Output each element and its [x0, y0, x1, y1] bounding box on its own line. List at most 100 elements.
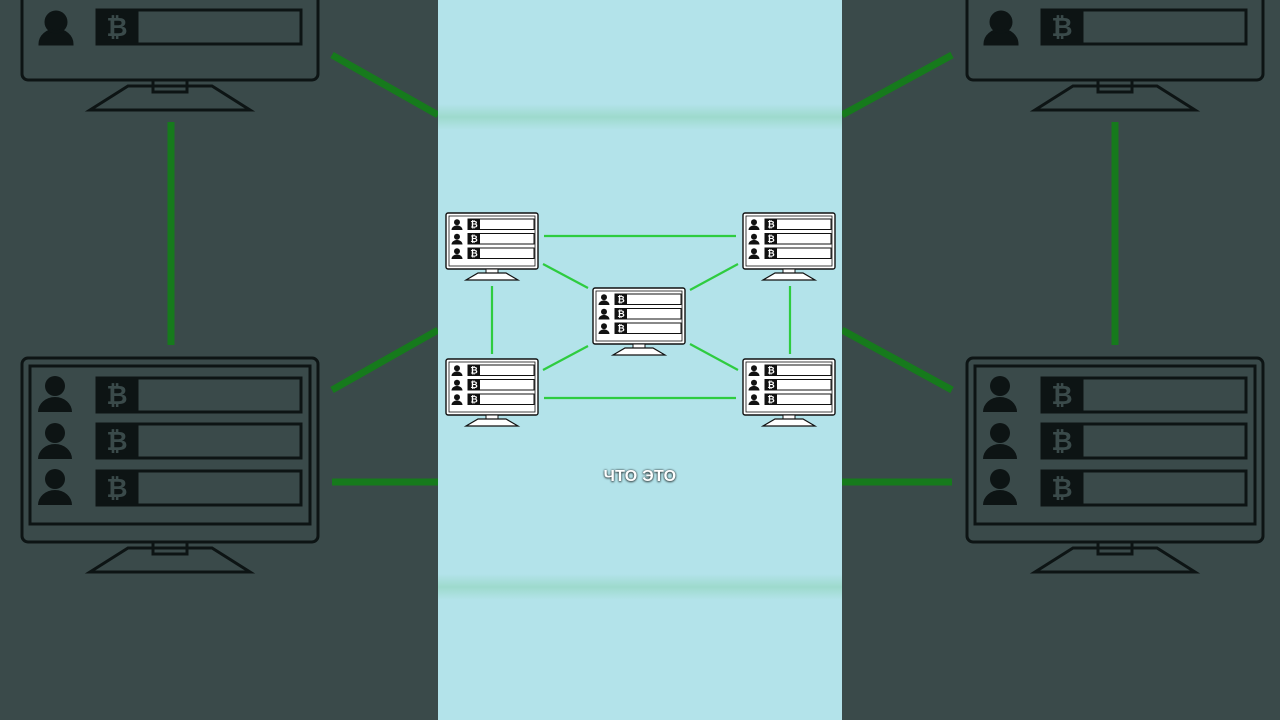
bitcoin-icon-box [468, 219, 480, 230]
monitor-neck [782, 414, 796, 420]
svg-text:₿: ₿ [1051, 381, 1072, 411]
glitch-band-bottom [438, 574, 842, 600]
svg-text:₿: ₿ [106, 427, 127, 457]
network-links [490, 234, 792, 400]
bitcoin-icon: ₿ [470, 366, 477, 377]
network-link [542, 345, 589, 371]
user-icon-body [451, 254, 463, 259]
bitcoin-icon: ₿ [767, 395, 774, 406]
user-icon [454, 219, 460, 226]
blurred-monitor-top-left [20, 0, 320, 112]
monitor-stand [610, 347, 668, 356]
subtitle-caption: ЧТО ЭТО [603, 468, 677, 485]
bitcoin-icon-box [765, 394, 777, 405]
peer-network-diagram: ₿₿₿₿₿₿₿₿₿₿₿₿₿₿₿ [445, 212, 836, 427]
user-icon-body [748, 400, 760, 405]
user-icon-body [451, 400, 463, 405]
bitcoin-icon-box [468, 394, 480, 405]
user-icon-body [451, 371, 463, 376]
monitor-bezel [448, 361, 536, 413]
monitor-neck [485, 268, 499, 274]
bitcoin-icon-box [615, 294, 627, 305]
blurred-network-left: ₿ ₿ ₿ ₿ [20, 0, 438, 574]
user-icon-body [748, 254, 760, 259]
monitor-bezel [595, 290, 683, 342]
bitcoin-icon-box [468, 379, 480, 390]
bitcoin-icon-box [765, 219, 777, 230]
user-icon [454, 394, 460, 401]
user-icon-body [451, 239, 463, 245]
user-icon-body [451, 385, 463, 391]
bitcoin-icon: ₿ [767, 366, 774, 377]
monitor-stand [760, 272, 818, 281]
svg-text:₿: ₿ [1051, 474, 1072, 504]
monitor-bezel [745, 215, 833, 267]
monitor-stand [463, 418, 521, 427]
computer-monitor-icon-center: ₿ ₿ ₿ [592, 287, 686, 356]
monitor-stand [463, 272, 521, 281]
user-icon-body [748, 239, 760, 245]
bitcoin-icon-box [765, 233, 777, 244]
user-icon [454, 365, 460, 372]
bitcoin-icon: ₿ [106, 13, 127, 43]
bitcoin-icon: ₿ [617, 324, 624, 335]
monitor-stand [760, 418, 818, 427]
bitcoin-icon: ₿ [767, 234, 774, 245]
svg-text:₿: ₿ [106, 381, 127, 411]
computer-monitor-icon-bottom-right: ₿ ₿ ₿ [742, 358, 836, 427]
user-icon-body [748, 371, 760, 376]
user-icon-body [598, 329, 610, 334]
bitcoin-icon-box [615, 323, 627, 334]
user-icon [601, 323, 607, 330]
blurred-background-left: ₿ ₿ ₿ ₿ [0, 0, 438, 720]
monitor-neck [632, 343, 646, 349]
svg-text:₿: ₿ [106, 474, 127, 504]
bitcoin-icon-box [765, 365, 777, 376]
bitcoin-icon-box [765, 379, 777, 390]
user-icon [751, 233, 757, 240]
network-link [689, 263, 739, 291]
user-icon [751, 219, 757, 226]
bitcoin-icon: ₿ [767, 220, 774, 231]
bitcoin-icon-box [468, 233, 480, 244]
svg-text:₿: ₿ [1051, 13, 1072, 43]
blurred-monitor-bottom-left [20, 356, 320, 574]
bitcoin-icon-box [468, 248, 480, 259]
bitcoin-icon: ₿ [470, 249, 477, 260]
bitcoin-icon-box [615, 308, 627, 319]
monitor-bezel [745, 361, 833, 413]
user-icon [751, 248, 757, 255]
user-icon [751, 379, 757, 386]
computer-monitor-icon-top-left: ₿₿₿ [445, 212, 539, 281]
user-icon [454, 379, 460, 386]
user-icon [601, 308, 607, 315]
blurred-monitor-top-right [965, 0, 1265, 112]
bitcoin-icon: ₿ [617, 309, 624, 320]
user-icon [751, 365, 757, 372]
user-icon-body [451, 225, 463, 230]
computer-monitor-icon-bottom-left: ₿ ₿ ₿ [445, 358, 539, 427]
user-icon [454, 233, 460, 240]
glitch-band-top [438, 104, 842, 130]
user-icon-body [598, 300, 610, 305]
bitcoin-icon: ₿ [767, 380, 774, 391]
bitcoin-icon-box [468, 365, 480, 376]
bitcoin-icon: ₿ [617, 295, 624, 306]
user-icon-body [748, 225, 760, 230]
monitor-neck [782, 268, 796, 274]
main-video-panel: ₿₿₿₿₿₿₿₿₿₿₿₿₿₿₿ ЧТО ЭТО [438, 0, 842, 720]
network-link [689, 343, 739, 371]
blurred-user-icons-left [38, 376, 72, 505]
user-icon-body [748, 385, 760, 391]
svg-text:₿: ₿ [1051, 427, 1072, 457]
bitcoin-icon: ₿ [470, 395, 477, 406]
network-link [542, 263, 589, 289]
user-icon-body [598, 314, 610, 320]
user-icon [601, 294, 607, 301]
blurred-network-right: ₿ ₿ ₿ ₿ [842, 0, 1265, 574]
bitcoin-icon: ₿ [470, 234, 477, 245]
bitcoin-icon: ₿ [470, 380, 477, 391]
blurred-background-right: ₿ ₿ ₿ ₿ [842, 0, 1280, 720]
user-icon [751, 394, 757, 401]
